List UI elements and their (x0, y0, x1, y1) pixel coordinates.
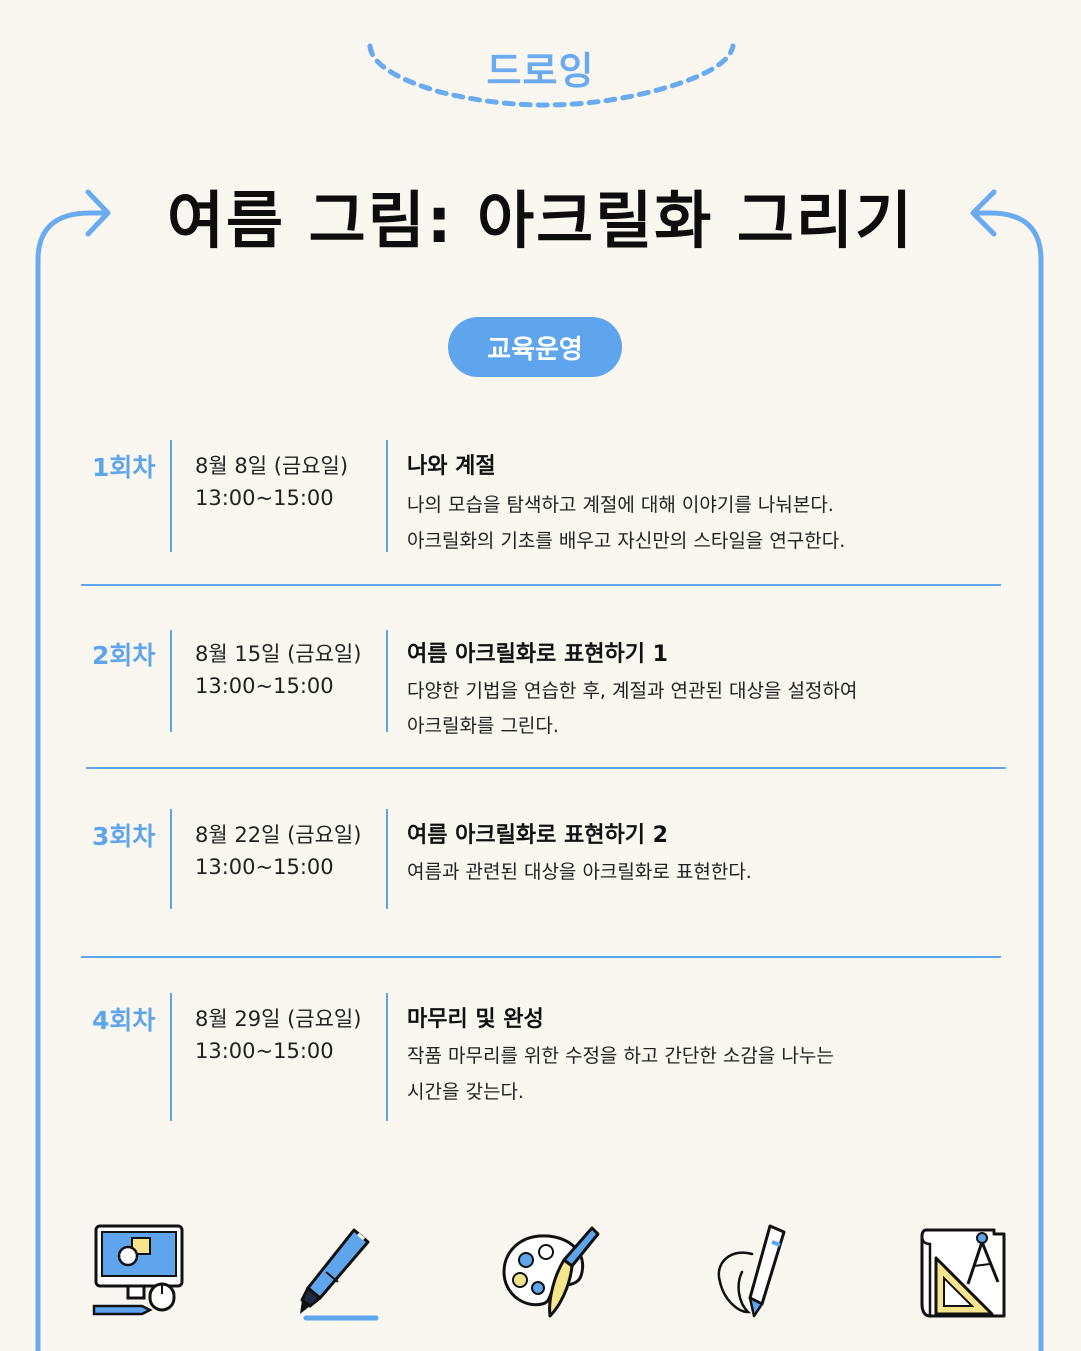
stylus-icon (717, 1224, 786, 1318)
computer-design-icon (92, 1224, 184, 1316)
session-description-line: 작품 마무리를 위한 수정을 하고 간단한 소감을 나누는 (407, 1045, 834, 1067)
session-date: 8월 8일 (금요일) (195, 454, 349, 478)
session-topic: 마무리 및 완성 (407, 1007, 544, 1032)
right-arrow-head (970, 189, 997, 237)
left-rail (35, 210, 107, 1351)
divider-line (386, 440, 388, 552)
session-description-line: 여름과 관련된 대상을 아크릴화로 표현한다. (407, 861, 752, 883)
row-separator (86, 767, 1006, 769)
session-date: 8월 15일 (금요일) (195, 642, 362, 666)
divider-line (170, 630, 172, 732)
session-label: 2회차 (92, 641, 156, 670)
dashed-arc (367, 43, 736, 108)
session-description-line: 아크릴화를 그린다. (407, 715, 559, 737)
session-description-line: 시간을 갖는다. (407, 1081, 524, 1103)
session-time: 13:00~15:00 (195, 674, 334, 698)
divider-line (386, 809, 388, 909)
divider-line (170, 809, 172, 909)
divider-line (386, 993, 388, 1121)
session-date: 8월 22일 (금요일) (195, 823, 362, 847)
session-topic: 여름 아크릴화로 표현하기 2 (407, 823, 668, 848)
session-topic: 나와 계절 (407, 454, 496, 479)
session-label: 3회차 (92, 822, 156, 851)
section-badge: 교육운영 (448, 317, 622, 377)
session-description-line: 아크릴화의 기초를 배우고 자신만의 스타일을 연구한다. (407, 530, 846, 552)
session-date: 8월 29일 (금요일) (195, 1007, 362, 1031)
session-description-line: 나의 모습을 탐색하고 계절에 대해 이야기를 나눠본다. (407, 494, 834, 516)
session-time: 13:00~15:00 (195, 1039, 334, 1063)
divider-line (170, 993, 172, 1121)
drafting-tools-icon (920, 1228, 1006, 1318)
session-label: 1회차 (92, 453, 156, 482)
session-time: 13:00~15:00 (195, 855, 334, 879)
session-topic: 여름 아크릴화로 표현하기 1 (407, 642, 668, 667)
session-label: 4회차 (92, 1006, 156, 1035)
page-title: 여름 그림: 아크릴화 그리기 (167, 184, 914, 257)
row-separator (81, 956, 1001, 958)
right-rail (972, 210, 1044, 1351)
divider-line (386, 630, 388, 732)
session-description-line: 다양한 기법을 연습한 후, 계절과 연관된 대상을 설정하여 (407, 680, 858, 702)
category-label: 드로잉 (486, 49, 595, 93)
pen-icon (300, 1228, 379, 1321)
paint-palette-icon (502, 1226, 600, 1318)
session-time: 13:00~15:00 (195, 486, 334, 510)
left-arrow-head (85, 189, 111, 237)
row-separator (81, 584, 1001, 586)
divider-line (170, 440, 172, 552)
